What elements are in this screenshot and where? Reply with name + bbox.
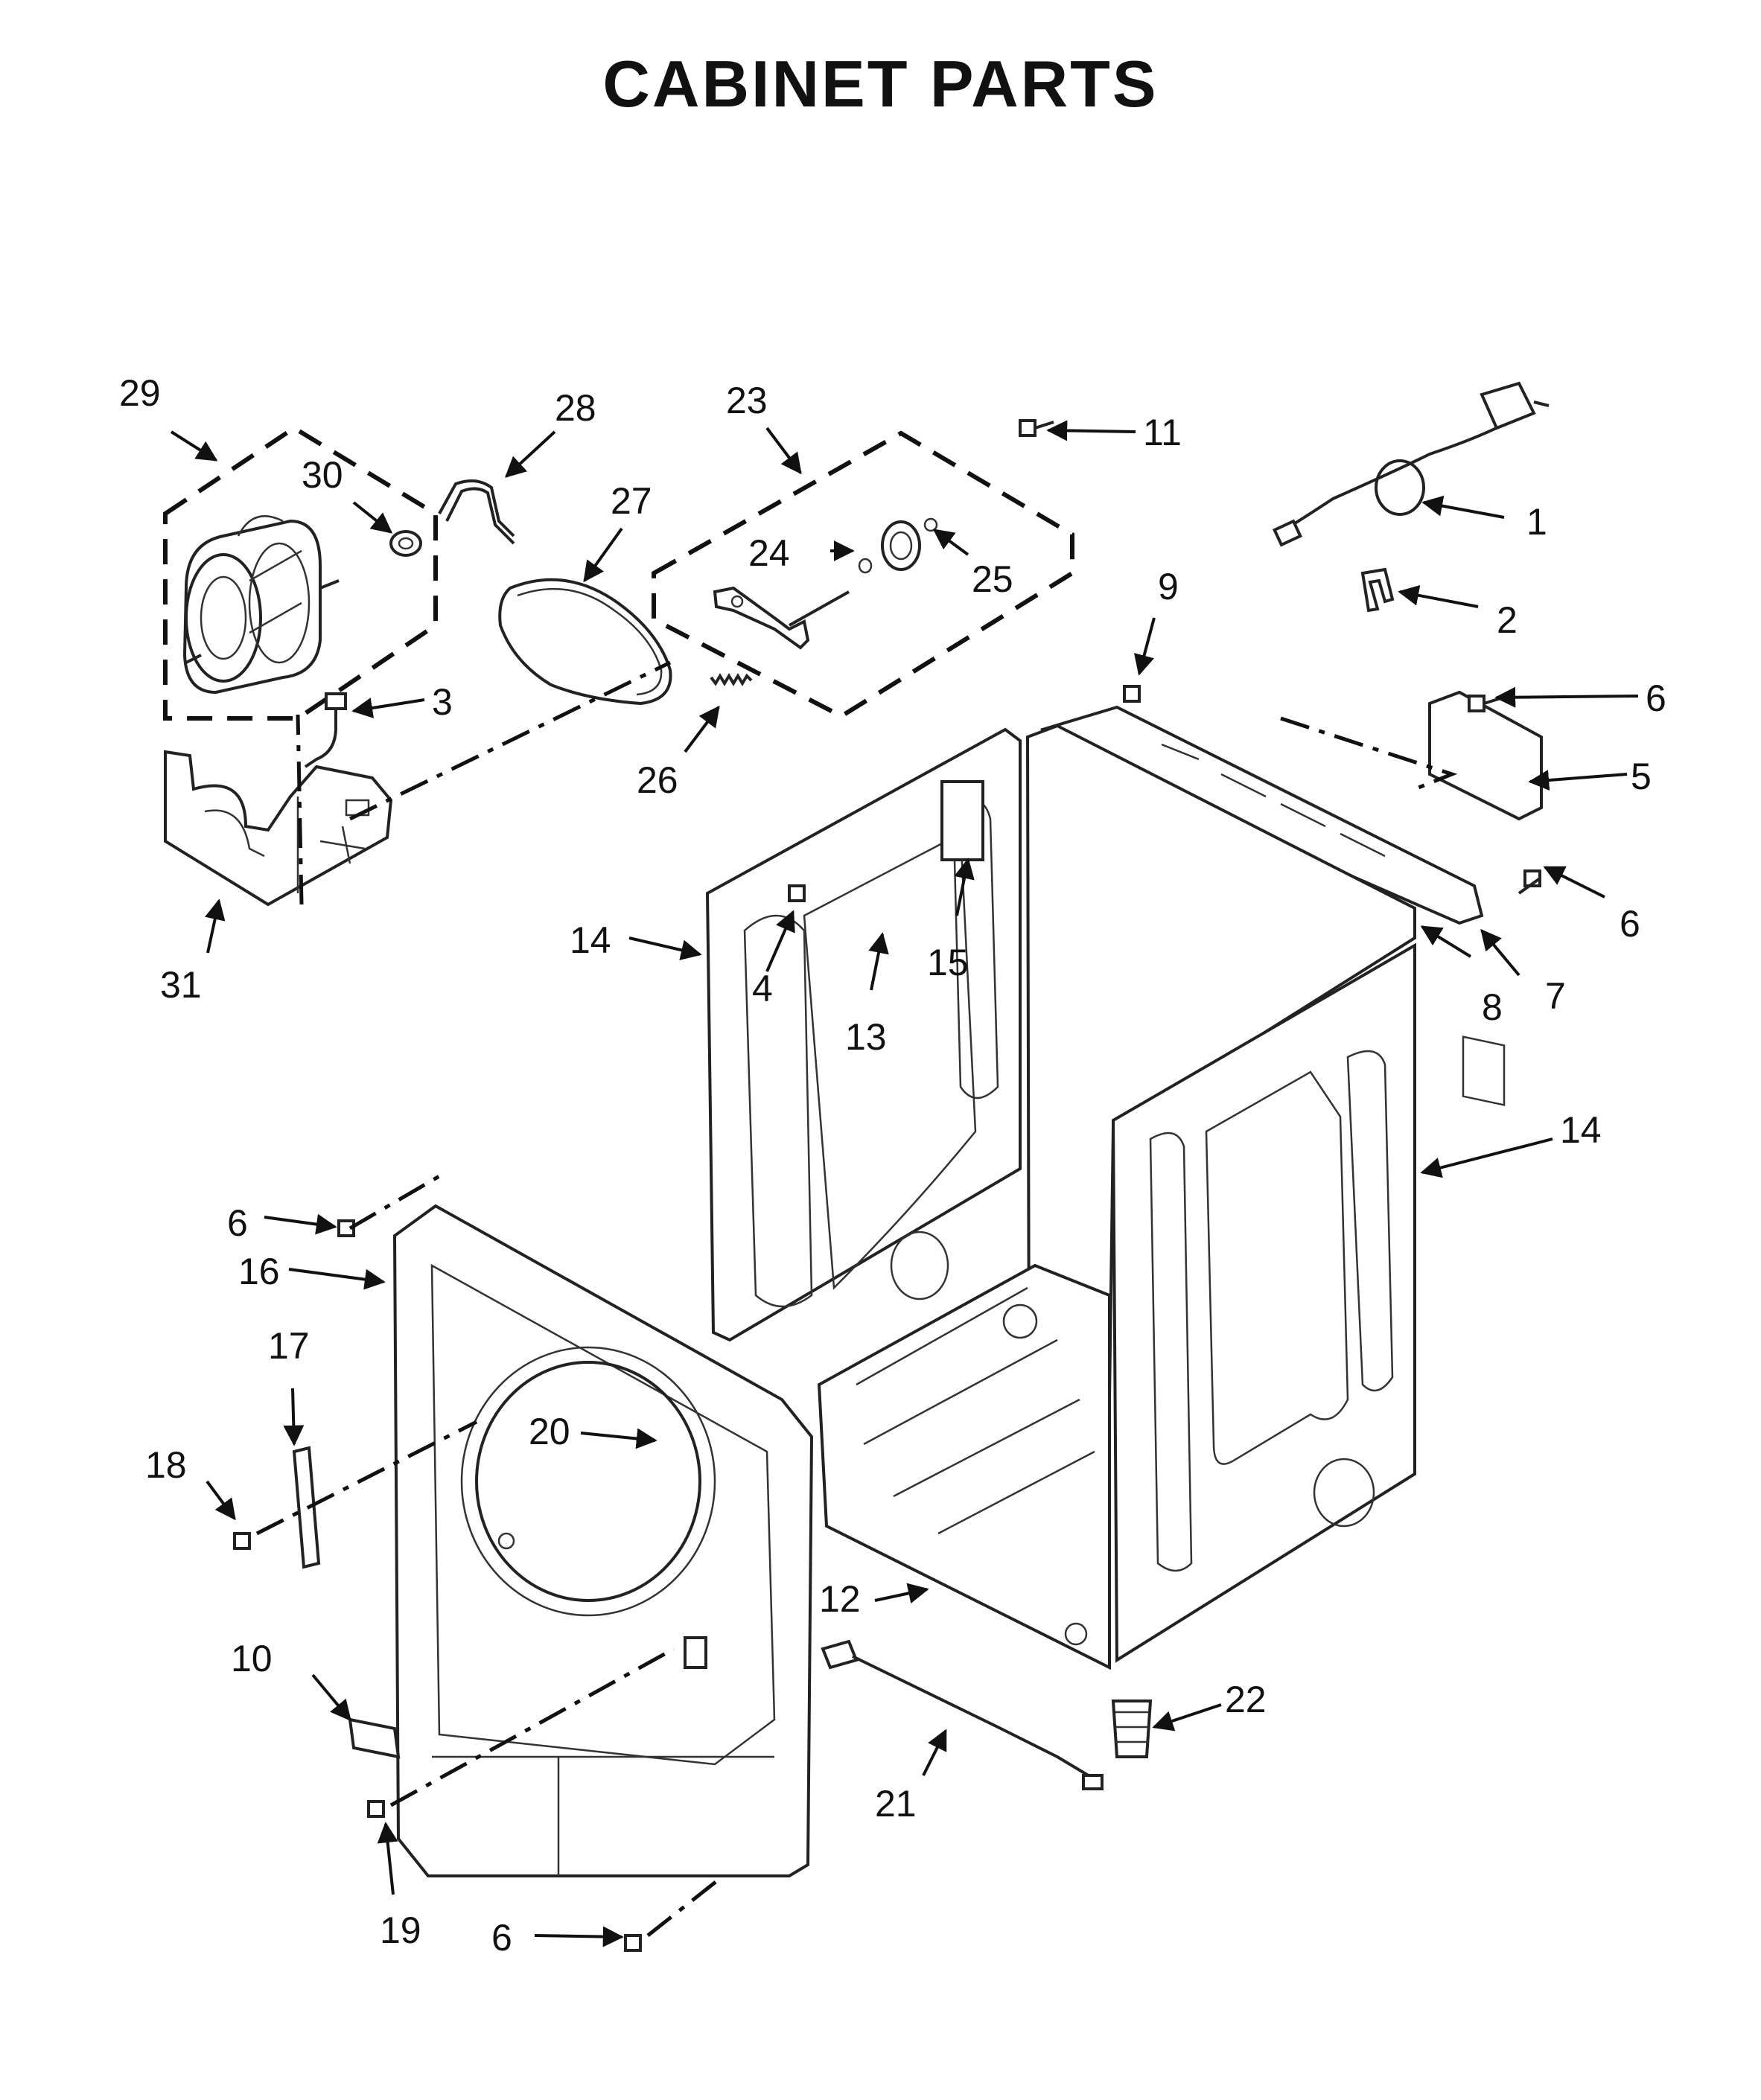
part-number-7: 7 [1545,975,1566,1017]
page-title: CABINET PARTS [602,47,1159,121]
part-number-9: 9 [1158,566,1179,607]
motor-mount-clip [438,479,515,545]
part-number-31: 31 [160,964,202,1006]
cabinet-side-panel [1025,724,1416,1663]
part-number-3: 3 [432,681,453,723]
leveling-foot [1111,1700,1153,1758]
cabinet-base [817,1263,1111,1670]
part-number-24: 24 [748,532,790,574]
assembly-line [1280,716,1458,791]
assembly-line [646,1878,720,1937]
cabinet-back-panel [705,727,1022,1342]
part-number-28: 28 [555,387,596,429]
part-number-26: 26 [637,759,678,801]
idler-pulley [858,517,938,574]
front-badge [348,1717,401,1759]
strain-relief-clip [1360,567,1395,613]
part-number-13: 13 [845,1016,887,1058]
power-cord [1273,381,1550,547]
part-number-25: 25 [972,558,1013,600]
assembly-line [296,714,304,905]
assembly-line [389,1647,675,1807]
drive-motor [182,515,340,695]
terminal-block [1428,690,1543,1106]
hinge-cover [292,1446,321,1569]
idler-assembly-outline [652,430,1074,719]
wire-harness [821,1639,1104,1790]
part-number-4: 4 [752,968,773,1009]
part-number-19: 19 [380,1909,421,1951]
part-number-21: 21 [875,1783,917,1825]
part-number-14: 14 [1560,1109,1602,1151]
assembly-line [348,660,672,821]
assembly-line [348,1174,441,1231]
part-number-labels: 29 30 28 27 23 11 24 25 1 2 3 26 9 6 5 6… [119,372,1666,1959]
idler-spring [710,673,753,686]
part-number-12: 12 [819,1578,861,1620]
drive-belt [498,578,672,706]
part-number-6: 6 [227,1202,248,1244]
part-number-6: 6 [491,1917,512,1959]
part-number-14: 14 [570,919,611,961]
part-number-10: 10 [231,1638,273,1679]
leader-arrows [170,420,1639,1947]
cabinet-front-panel [392,1204,814,1877]
part-number-20: 20 [529,1411,570,1452]
part-number-6: 6 [1646,677,1666,719]
part-number-11: 11 [1143,412,1182,453]
motor-assembly-outline [163,425,438,721]
ground-wire-screw [304,692,347,768]
part-number-15: 15 [927,942,969,983]
part-number-2: 2 [1497,599,1518,641]
part-number-6: 6 [1620,903,1640,945]
part-number-22: 22 [1225,1679,1267,1720]
assembly-line [255,1420,478,1536]
part-number-23: 23 [726,380,768,421]
part-number-30: 30 [302,454,343,496]
part-number-27: 27 [611,480,652,522]
part-number-16: 16 [238,1251,280,1292]
part-number-29: 29 [119,372,161,414]
motor-mount-bracket [164,750,393,907]
screws [233,419,1541,1952]
part-number-1: 1 [1526,501,1547,543]
part-number-18: 18 [145,1444,187,1486]
part-number-5: 5 [1631,756,1652,797]
idler-bracket [713,586,850,650]
part-number-17: 17 [268,1325,310,1367]
part-number-8: 8 [1482,986,1503,1028]
motor-pulley [389,530,422,557]
